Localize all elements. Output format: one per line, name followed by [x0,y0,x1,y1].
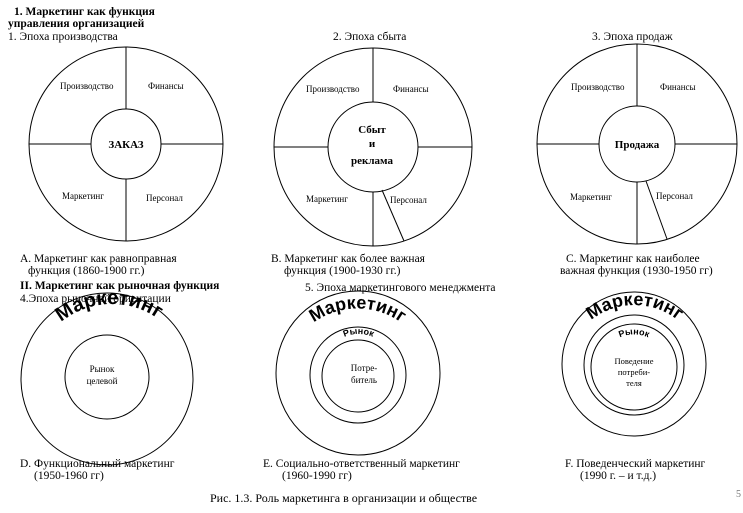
diagram-a-label-marketing: Маркетинг [62,191,104,201]
diagram-c-graphic [536,43,738,245]
section1-title-line2: управления организацией [8,18,145,30]
diagram-f-center-line2: потреби- [618,367,650,377]
diagram-f-center-line3: теля [626,378,642,388]
diagram-b-center-line3: реклама [351,155,393,167]
diagram-b-center-line1: Сбыт [358,124,386,136]
figure-caption: Рис. 1.3. Роль маркетинга в организации … [210,491,478,505]
page-number: 5 [736,489,741,500]
diagram-a-label-personnel: Персонал [146,193,183,203]
diagram-c-caption-line2: важная функция (1930-1950 гг) [560,265,713,277]
diagram-f-center-line1: Поведение [615,356,654,366]
diagram-e-arc-inner-label: Рынок [342,326,376,339]
diagram-d-center-line1: Рынок [90,364,115,374]
diagram-c-label-personnel: Персонал [656,191,693,201]
diagram-a-center: ЗАКАЗ [108,139,143,151]
diagram-d-graphic [20,292,194,466]
diagram-a-caption-line2: функция (1860-1900 гг.) [28,265,145,277]
diagram-a-label-finance: Финансы [148,81,184,91]
section1-title-line1: 1. Маркетинг как функция [14,6,155,18]
era-2-label: 2. Эпоха сбыта [333,31,407,43]
diagram-f-caption-line1: F. Поведенческий маркетинг [565,458,706,470]
diagram-e-arc-label: Маркетинг [305,292,410,326]
diagram-d-center-line2: целевой [87,376,118,386]
diagram-f-arc-label: Маркетинг [582,289,687,324]
diagram-c-label-production: Производство [571,82,625,92]
diagram-e-center-line2: битель [351,375,377,385]
diagram-b-label-personnel: Персонал [390,195,427,205]
diagram-a-caption-line1: A. Маркетинг как равноправная [20,253,177,265]
section2-title: II. Маркетинг как рыночная функция [20,280,220,292]
era-1-label: 1. Эпоха производства [8,31,118,43]
diagram-f-arc-inner-label: Рынок [617,326,651,339]
diagram-a-label-production: Производство [60,81,114,91]
diagram-e-caption-line2: (1960-1990 гг) [282,470,352,482]
diagram-b-label-finance: Финансы [393,84,429,94]
diagram-d-caption-line1: D. Функциональный маркетинг [20,458,175,470]
era-5-label: 5. Эпоха маркетингового менеджмента [305,282,496,294]
diagram-d-caption-line2: (1950-1960 гг) [34,470,104,482]
diagram-b-caption-line2: функция (1900-1930 гг.) [284,265,401,277]
diagram-e-center-line1: Потре- [351,363,377,373]
diagram-c-label-finance: Финансы [660,82,696,92]
diagram-b-label-production: Производство [306,84,360,94]
diagram-b-center-line2: и [369,138,376,150]
diagram-c-caption-line1: C. Маркетинг как наиболее [566,253,700,265]
diagram-e-caption-line1: E. Социально-ответственный маркетинг [263,458,460,470]
diagram-b-label-marketing: Маркетинг [306,194,348,204]
diagram-c-label-marketing: Маркетинг [570,192,612,202]
diagram-e-graphic [275,290,441,456]
diagram-b-caption-line1: B. Маркетинг как более важная [271,253,425,265]
era-3-label: 3. Эпоха продаж [592,31,673,43]
diagram-c-center: Продажа [615,139,660,151]
diagram-f-caption-line2: (1990 г. – и т.д.) [580,470,657,482]
diagram-f-graphic [561,291,707,437]
era-4-label: 4.Эпоха рыночной ориентации [20,293,171,305]
diagram-b-graphic [273,47,473,247]
diagram-a-graphic [28,46,224,242]
